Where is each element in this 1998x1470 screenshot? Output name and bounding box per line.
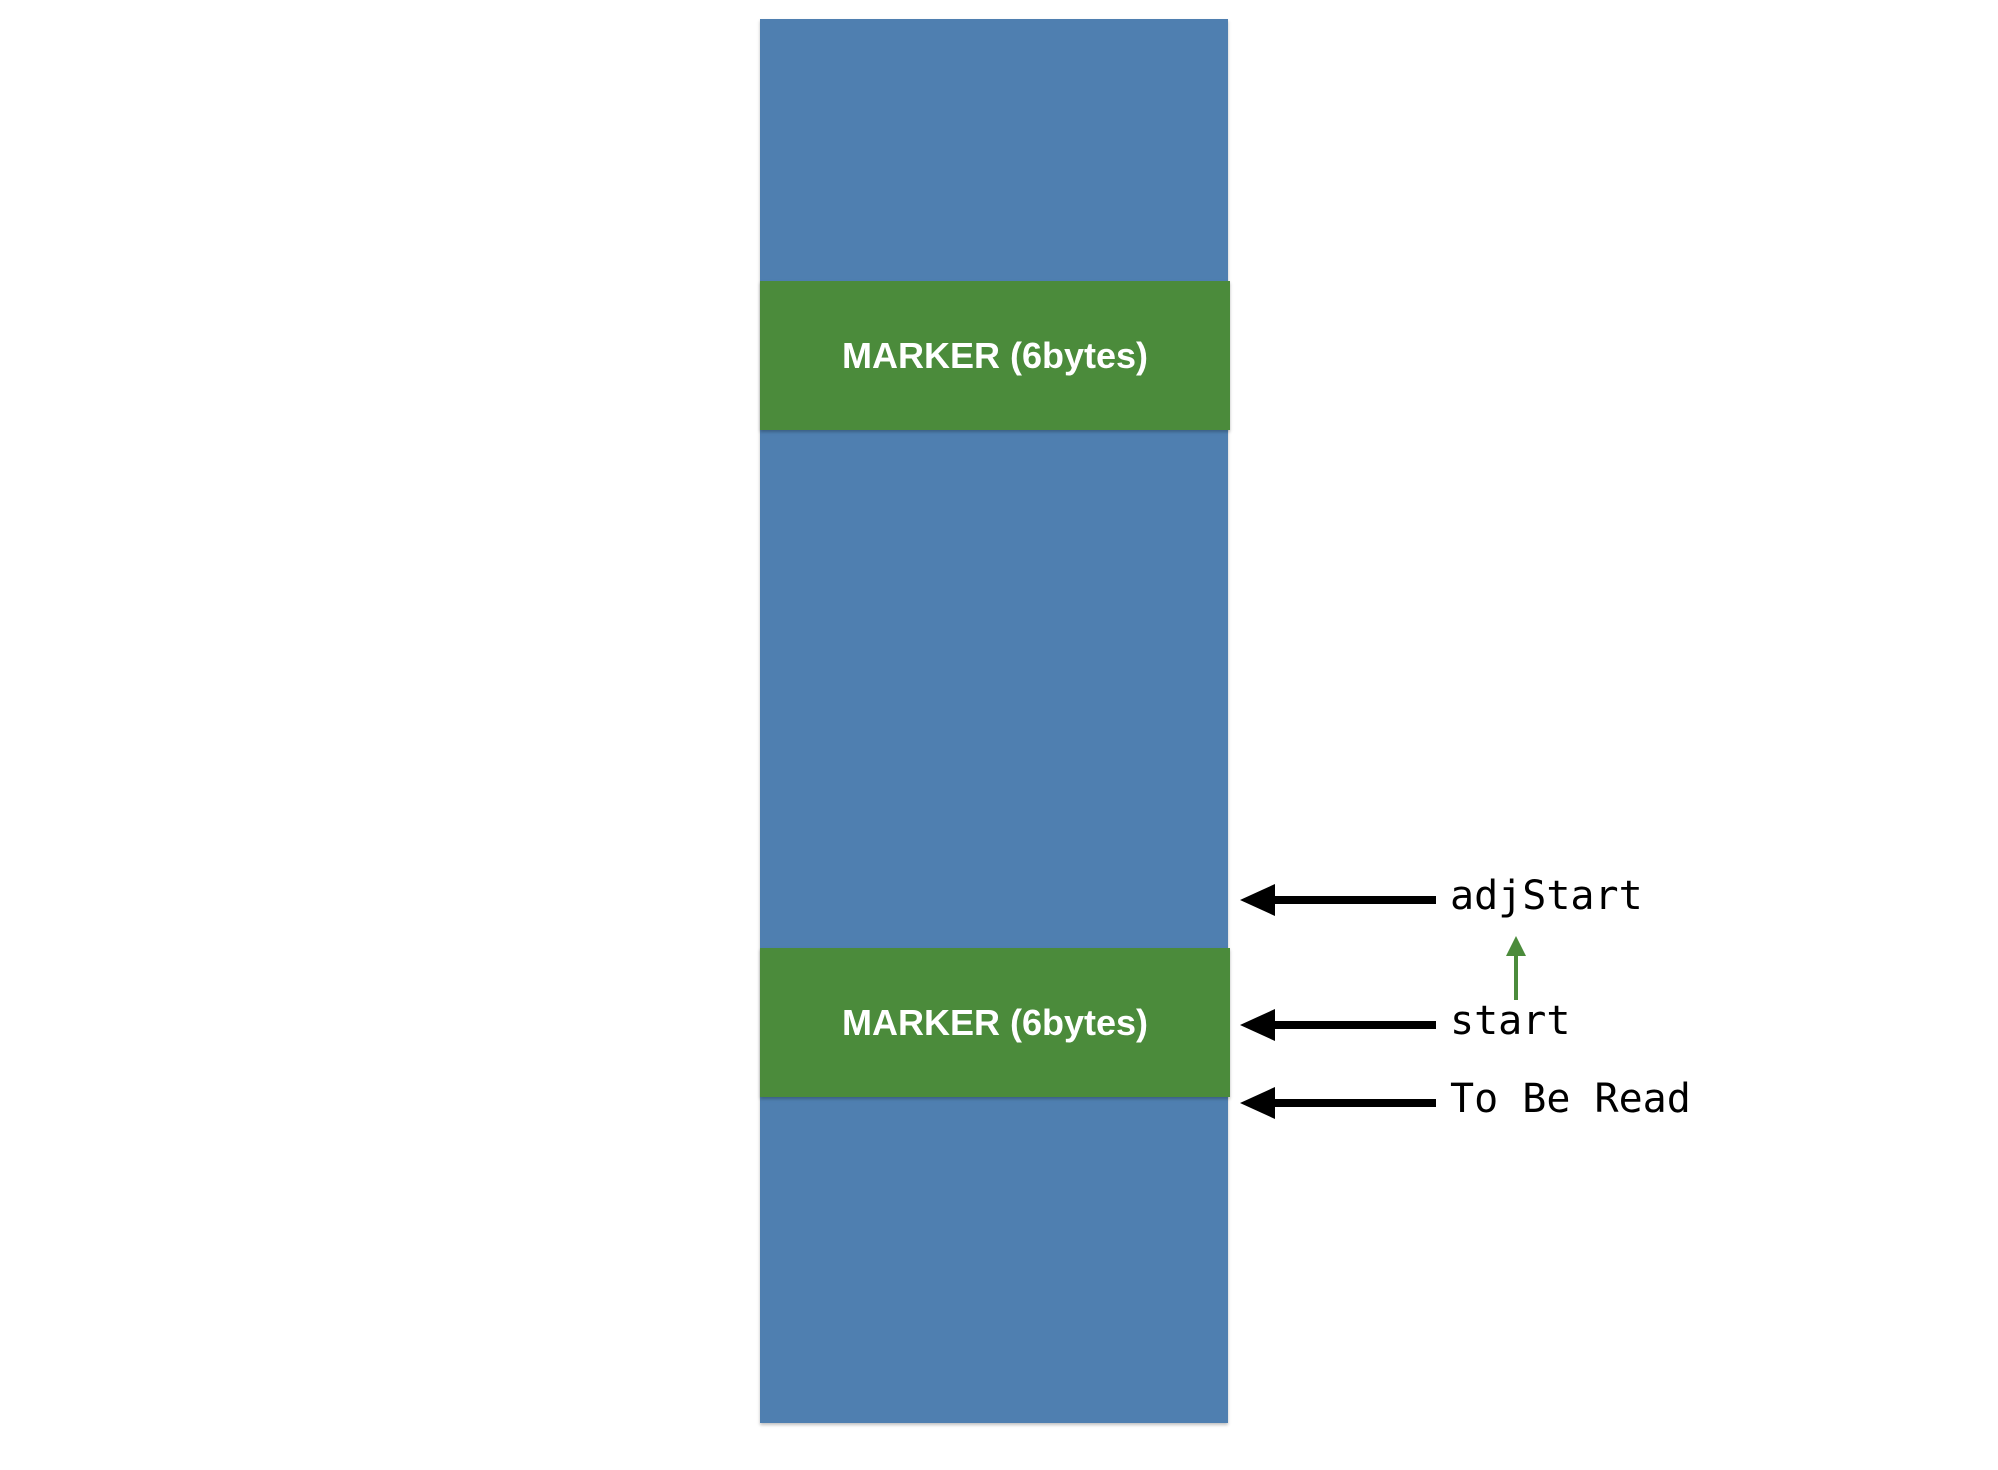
- start-pointer-arrow: [1240, 1009, 1436, 1041]
- marker-block-top: MARKER (6bytes): [760, 281, 1230, 430]
- marker-label-top: MARKER (6bytes): [841, 334, 1149, 376]
- marker-label-bottom: MARKER (6bytes): [841, 1001, 1149, 1043]
- pointer-label-to-be-read: To Be Read: [1450, 1076, 1691, 1122]
- pointer-label-start: start: [1450, 998, 1571, 1044]
- adjust-up-arrow: [1506, 936, 1526, 1000]
- marker-block-bottom: MARKER (6bytes): [760, 948, 1230, 1097]
- buffer-column: [760, 19, 1228, 1423]
- adjstart-pointer-arrow: [1240, 884, 1436, 916]
- to-be-read-pointer-arrow: [1240, 1087, 1436, 1119]
- pointer-label-adjstart: adjStart: [1450, 873, 1643, 919]
